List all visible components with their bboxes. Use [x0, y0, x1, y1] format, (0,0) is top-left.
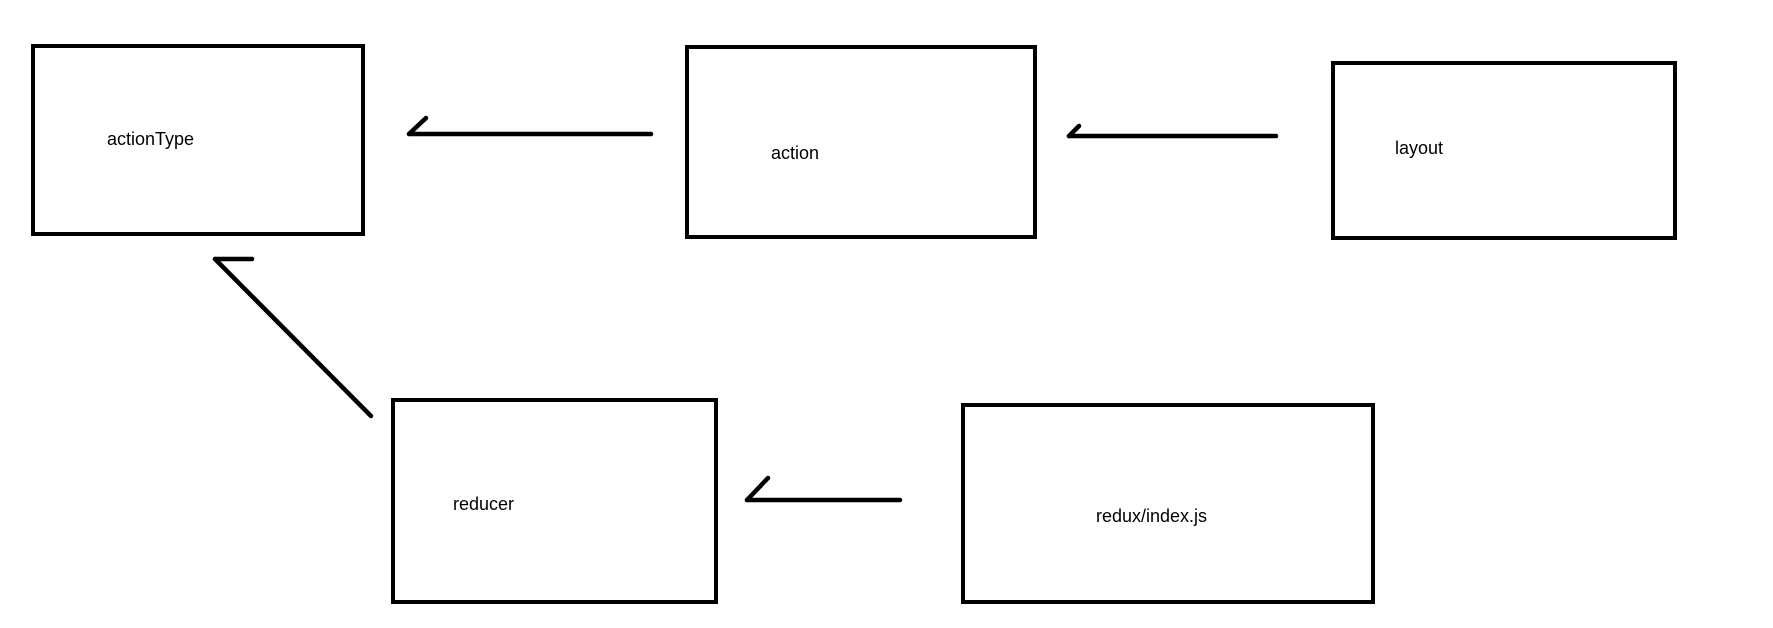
node-redux-index: [961, 403, 1375, 604]
node-reducer-label: reducer: [453, 494, 515, 514]
arrowhead: [1066, 123, 1082, 139]
arrowhead: [744, 475, 771, 503]
node-actiontype-label: actionType: [107, 129, 195, 149]
node-redux-index-label: redux/index.js: [1096, 506, 1208, 526]
edge-action-to-actiontype: [406, 115, 654, 137]
node-action: [685, 45, 1037, 239]
node-reducer: [391, 398, 718, 604]
edge-shaft: [212, 256, 374, 419]
node-actiontype: [31, 44, 365, 236]
edge-layout-to-action: [1066, 123, 1279, 139]
node-layout: [1331, 61, 1677, 240]
node-layout-label: layout: [1395, 138, 1444, 158]
edge-reducer-to-actiontype: [212, 256, 374, 419]
arrowhead: [406, 115, 429, 137]
edge-index-to-reducer: [744, 475, 903, 503]
node-action-label: action: [771, 143, 820, 163]
